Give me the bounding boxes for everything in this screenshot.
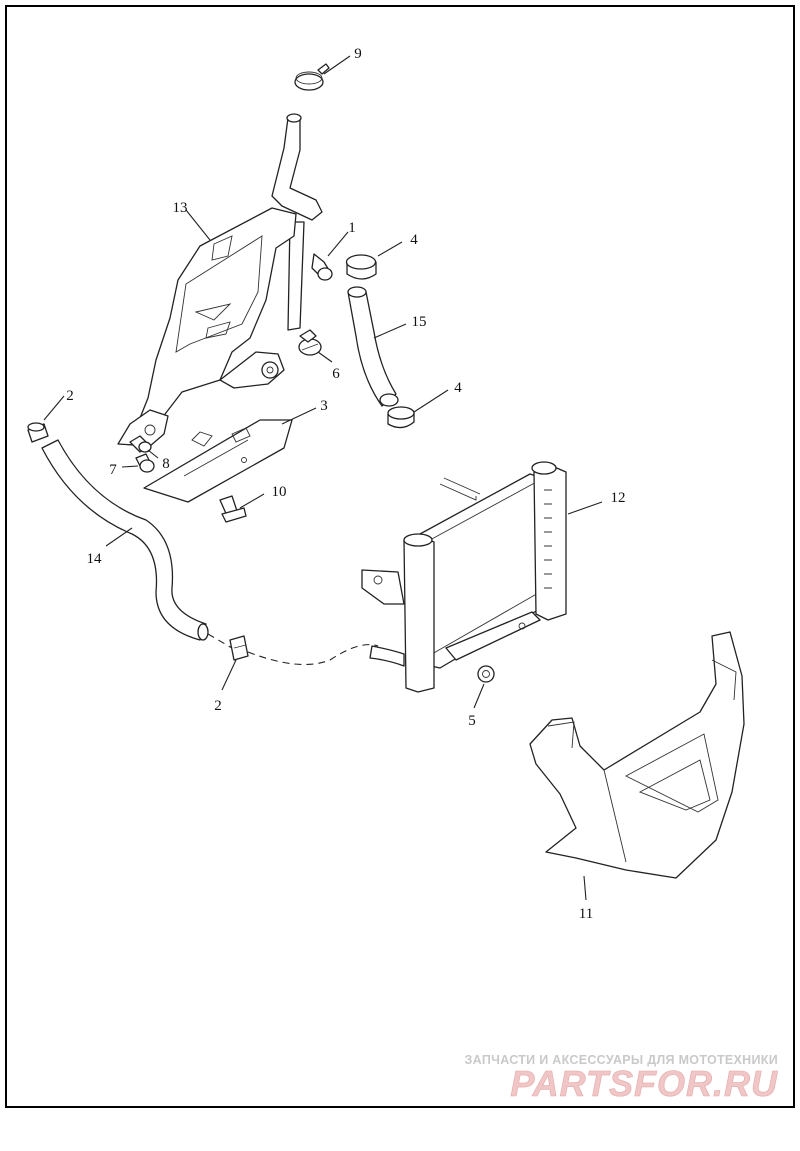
- part-grommet-5: [477, 665, 495, 683]
- callout-11: 13: [173, 200, 188, 216]
- callout-2b: 2: [214, 698, 222, 714]
- part-fitting-2b: [229, 635, 249, 661]
- part-radiator-13: [361, 461, 567, 693]
- diagram-frame: [5, 5, 795, 1108]
- callout-7: 7: [109, 462, 117, 478]
- leader-lines: [43, 55, 603, 901]
- part-radiator-cover-12: [529, 631, 745, 879]
- callout-2a: 2: [66, 388, 74, 404]
- callout-6: 6: [332, 366, 340, 382]
- callout-13: 12: [611, 490, 626, 506]
- watermark: ЗАПЧАСТИ И АКСЕССУАРЫ ДЛЯ МОТОТЕХНИКИ PA…: [465, 1053, 778, 1104]
- part-hose-clamp-9: [294, 63, 330, 91]
- callout-9: 9: [354, 46, 362, 62]
- callout-10: 10: [272, 484, 287, 500]
- part-bolt-1: [311, 253, 333, 281]
- watermark-logo: PARTSFOR.RU: [510, 1063, 778, 1104]
- callout-15: 15: [412, 314, 427, 330]
- part-cap-2a: [27, 422, 49, 443]
- callout-5: 5: [468, 713, 476, 729]
- part-bracket-11: [117, 113, 323, 447]
- assembly-dashed-line: [207, 633, 379, 666]
- part-bolt-7: [135, 453, 155, 473]
- part-lower-bracket-3: [143, 419, 293, 503]
- part-clamp-ring-4b: [387, 406, 415, 429]
- callout-labels: 9 13 1 4 15 6 4 3 2 8 7 10 12 14 2 5 11: [66, 46, 625, 922]
- callout-12: 11: [579, 906, 593, 922]
- watermark-tagline: ЗАПЧАСТИ И АКСЕССУАРЫ ДЛЯ МОТОТЕХНИКИ: [465, 1053, 778, 1067]
- callout-1: 1: [348, 220, 356, 236]
- part-bolt-8: [129, 435, 152, 453]
- callout-8: 8: [162, 456, 170, 472]
- part-hose-15: [347, 286, 399, 407]
- part-bolt-10: [219, 495, 247, 523]
- callout-14: 14: [87, 551, 103, 567]
- part-clamp-ring-4a: [345, 254, 377, 280]
- callout-4b: 4: [454, 380, 462, 396]
- part-clamp-6: [298, 329, 322, 356]
- part-hose-14: [41, 439, 209, 641]
- callout-4a: 4: [410, 232, 418, 248]
- callout-3: 3: [320, 398, 328, 414]
